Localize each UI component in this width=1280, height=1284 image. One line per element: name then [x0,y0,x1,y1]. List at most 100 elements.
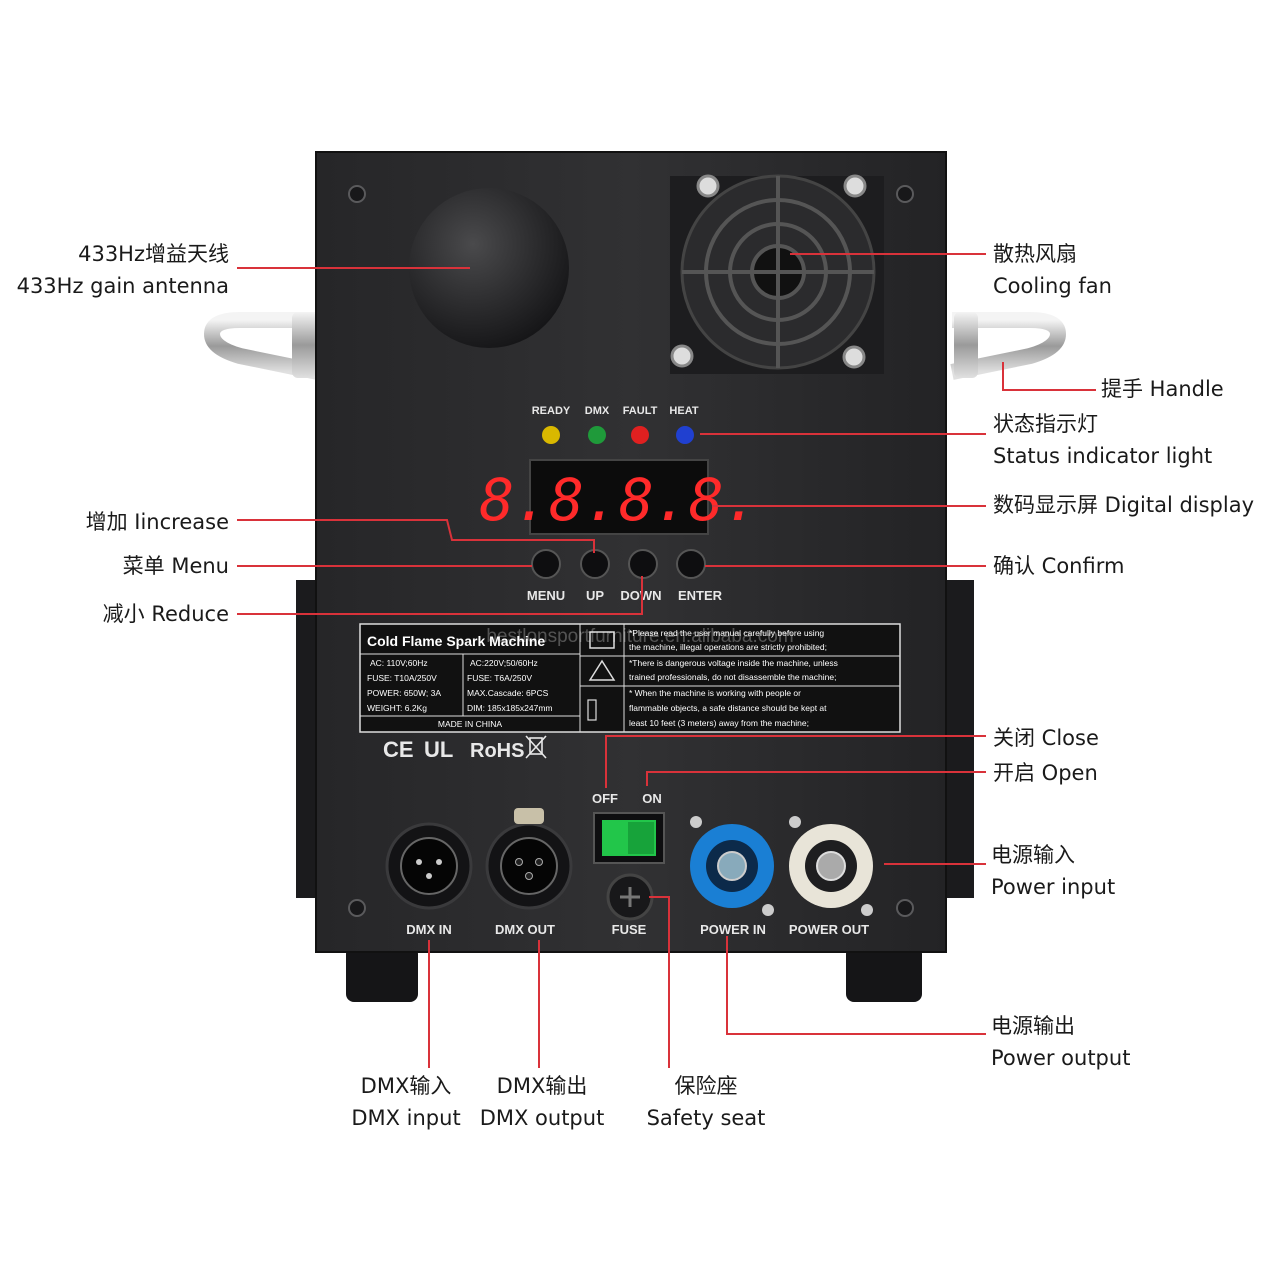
port-label-fuse: FUSE [612,922,647,937]
callout-display: 数码显示屏 Digital display [993,489,1254,521]
callout-fan: 散热风扇 Cooling fan [993,238,1112,302]
callout-handle-text: 提手 Handle [1101,377,1224,401]
weee-icon [525,735,547,759]
warning-line-5: * When the machine is working with peopl… [629,688,801,698]
port-label-power-in: POWER IN [700,922,766,937]
callout-power-input-en: Power input [991,875,1116,899]
indicator-label-ready: READY [532,405,571,417]
distance-icon [587,699,597,721]
led-heat [676,426,694,444]
spec-left-2: FUSE: T10A/250V [367,673,437,683]
led-dmx [588,426,606,444]
callout-antenna-zh: 433Hz增益天线 [78,242,229,266]
cooling-fan [670,174,884,374]
made-in-china: MADE IN CHINA [438,719,503,729]
callout-increase: 增加 Iincrease [0,506,229,538]
callout-handle: 提手 Handle [1101,373,1224,405]
power-switch: OFF ON [592,791,665,864]
enter-button[interactable] [676,549,706,579]
callout-power-input: 电源输入 Power input [991,839,1115,903]
port-label-dmx-out: DMX OUT [495,922,555,937]
down-button[interactable] [628,549,658,579]
warning-line-3: *There is dangerous voltage inside the m… [629,658,838,668]
up-button[interactable] [580,549,610,579]
callout-dmx-output-en: DMX output [479,1106,605,1130]
spec-right-3: MAX.Cascade: 6PCS [467,688,549,698]
manual-icon [589,631,615,649]
port-label-power-out: POWER OUT [789,922,869,937]
power-in-port [690,816,774,916]
callout-dmx-input-en: DMX input [351,1106,461,1130]
handle-right [950,312,1066,380]
callout-dmx-input: DMX输入 DMX input [336,1070,476,1134]
ul-mark: UL [424,737,453,762]
callout-open: 开启 Open [993,757,1098,789]
callout-reduce: 减小 Reduce [0,598,229,630]
spec-right-1: AC:220V;50/60Hz [470,658,538,668]
callout-antenna: 433Hz增益天线 433Hz gain antenna [0,238,229,302]
enter-button-label: ENTER [678,588,723,603]
power-out-port [789,816,873,916]
switch-on-label: ON [642,791,662,806]
callout-confirm-text: 确认 Confirm [993,554,1125,578]
warning-line-4: trained professionals, do not disassembl… [629,672,836,682]
foot-right [846,946,922,1002]
callout-power-output-zh: 电源输出 [991,1014,1075,1038]
callout-power-output: 电源输出 Power output [991,1010,1130,1074]
ce-mark: CE [383,737,414,762]
warning-line-6: flammable objects, a safe distance shoul… [629,703,827,713]
callout-fan-zh: 散热风扇 [993,242,1077,266]
warning-line-2: the machine, illegal operations are stri… [629,642,827,652]
callout-safety-seat-zh: 保险座 [674,1074,738,1098]
control-buttons: MENU UP DOWN ENTER [527,549,723,603]
callout-dmx-output: DMX输出 DMX output [470,1070,614,1134]
side-block-right [944,580,974,898]
callout-open-text: 开启 Open [993,761,1098,785]
dmx-out-port [485,808,573,910]
callout-status: 状态指示灯 Status indicator light [993,408,1212,472]
port-label-dmx-in: DMX IN [406,922,452,937]
up-button-label: UP [586,588,604,603]
nameplate: Cold Flame Spark Machine AC: 110V;60Hz F… [359,623,901,733]
antenna-knob [409,188,569,348]
status-indicators: READY DMX FAULT HEAT [532,405,699,444]
fuse-holder [606,873,654,921]
callout-confirm: 确认 Confirm [993,550,1124,582]
callout-lines [237,253,1096,1068]
rohs-mark: RoHS [470,740,524,762]
callout-power-output-en: Power output [991,1046,1131,1070]
callout-fan-en: Cooling fan [993,274,1112,298]
digital-display: 8.8.8.8. [479,459,759,535]
display-digits: 8.8.8.8. [479,466,758,534]
indicator-label-heat: HEAT [669,405,698,417]
callout-reduce-text: 减小 Reduce [102,602,229,626]
callout-dmx-input-zh: DMX输入 [360,1074,452,1098]
indicator-label-fault: FAULT [623,405,658,417]
callout-dmx-output-zh: DMX输出 [496,1074,588,1098]
callout-safety-seat: 保险座 Safety seat [636,1070,776,1134]
callout-increase-text: 增加 Iincrease [85,510,229,534]
callout-menu-text: 菜单 Menu [122,554,229,578]
spec-left-3: POWER: 650W; 3A [367,688,441,698]
led-fault [631,426,649,444]
spec-right-2: FUSE: T6A/250V [467,673,532,683]
screws [348,185,914,917]
nameplate-title: Cold Flame Spark Machine [367,633,545,649]
indicator-label-dmx: DMX [585,405,610,417]
switch-off-label: OFF [592,791,618,806]
callout-status-en: Status indicator light [993,444,1213,468]
menu-button-label: MENU [527,588,565,603]
foot-left [346,946,418,1002]
warning-line-7: least 10 feet (3 meters) away from the m… [629,718,809,728]
watermark: bestlonsportfurniture.en.alibaba.com [486,626,793,647]
callout-power-input-zh: 电源输入 [991,843,1075,867]
menu-button[interactable] [531,549,561,579]
led-ready [542,426,560,444]
callout-safety-seat-en: Safety seat [646,1106,766,1130]
handle-left [204,312,320,380]
callout-display-text: 数码显示屏 Digital display [993,493,1255,517]
spec-left-4: WEIGHT: 6.2Kg [367,703,427,713]
callout-antenna-en: 433Hz gain antenna [16,274,229,298]
